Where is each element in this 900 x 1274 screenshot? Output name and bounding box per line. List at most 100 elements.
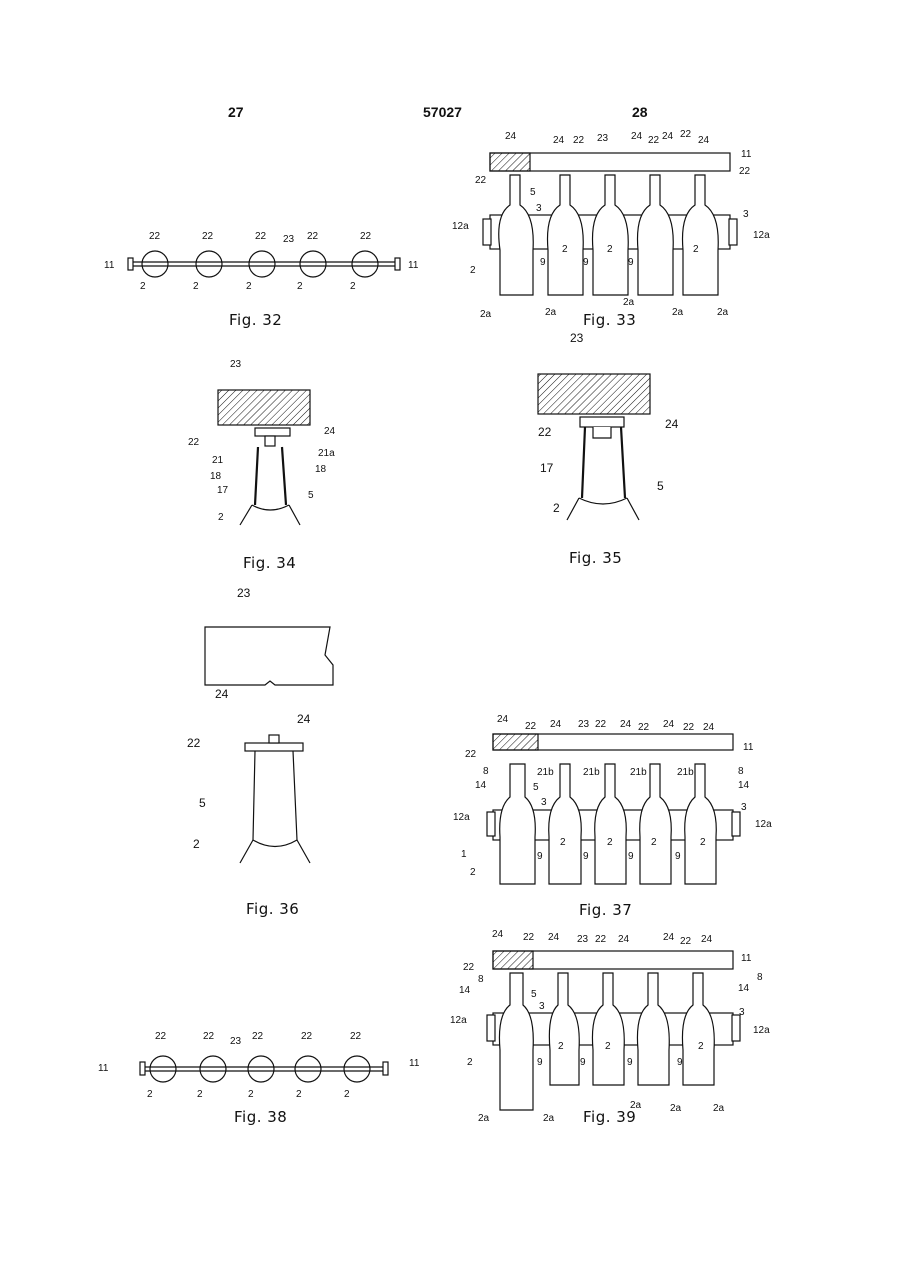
label-22: 22 (523, 932, 535, 943)
label-24: 24 (492, 929, 504, 940)
label-21: 21 (212, 455, 224, 466)
label-8: 8 (478, 974, 484, 985)
label-21b: 21b (677, 767, 694, 778)
label-2: 2 (467, 1057, 473, 1068)
label-9: 9 (628, 851, 634, 862)
figure-38-drawing: 22 22 23 22 22 22 11 11 2 2 2 2 2 (95, 1025, 435, 1105)
label-12a: 12a (755, 819, 772, 830)
label-12a: 12a (753, 1025, 770, 1036)
label-22: 22 (188, 437, 200, 448)
label-22: 22 (683, 722, 695, 733)
label-11: 11 (104, 260, 115, 271)
label-22: 22 (525, 721, 537, 732)
label-9: 9 (627, 1057, 633, 1068)
figure-37-drawing: 24 22 24 23 22 24 22 24 22 24 11 22 21b … (445, 712, 795, 892)
label-2: 2 (193, 837, 200, 851)
label-23: 23 (230, 1036, 242, 1047)
page-number-left: 27 (228, 104, 244, 120)
label-2: 2 (605, 1041, 611, 1052)
label-9: 9 (677, 1057, 683, 1068)
label-22: 22 (739, 166, 751, 177)
label-22: 22 (595, 719, 607, 730)
label-24: 24 (553, 135, 565, 146)
label-22: 22 (255, 231, 267, 242)
label-11: 11 (98, 1063, 109, 1074)
label-3: 3 (539, 1001, 545, 1012)
label-12a: 12a (453, 812, 470, 823)
label-3: 3 (741, 802, 747, 813)
label-2: 2 (297, 281, 303, 292)
label-2: 2 (344, 1089, 350, 1100)
label-24: 24 (548, 932, 560, 943)
label-2a: 2a (713, 1103, 725, 1114)
label-11: 11 (741, 953, 752, 964)
label-22: 22 (680, 936, 692, 947)
label-22: 22 (648, 135, 660, 146)
label-1: 1 (461, 849, 467, 860)
label-24: 24 (497, 714, 509, 725)
label-21a: 21a (318, 448, 335, 459)
label-2a: 2a (545, 307, 557, 318)
label-9: 9 (580, 1057, 586, 1068)
figure-32-caption: Fig. 32 (229, 311, 282, 329)
label-22: 22 (538, 425, 552, 439)
label-5: 5 (199, 796, 206, 810)
figure-39-drawing: 24 22 24 23 22 24 24 22 24 11 22 8 8 14 … (445, 925, 795, 1125)
label-2a: 2a (717, 307, 729, 318)
label-22: 22 (638, 722, 650, 733)
label-24: 24 (324, 426, 336, 437)
label-2: 2 (147, 1089, 153, 1100)
label-24: 24 (701, 934, 713, 945)
label-18: 18 (210, 471, 222, 482)
label-22: 22 (595, 934, 607, 945)
label-3: 3 (743, 209, 749, 220)
label-21b: 21b (583, 767, 600, 778)
label-22: 22 (360, 231, 372, 242)
label-14: 14 (459, 985, 471, 996)
label-12a: 12a (452, 221, 469, 232)
label-9: 9 (628, 257, 634, 268)
label-22: 22 (465, 749, 477, 760)
label-2a: 2a (543, 1113, 555, 1124)
figure-33-drawing: 24 24 22 23 24 22 24 22 24 11 22 22 5 3 … (445, 125, 795, 325)
label-24: 24 (618, 934, 630, 945)
label-22: 22 (680, 129, 692, 140)
label-22: 22 (203, 1031, 215, 1042)
label-2: 2 (197, 1089, 203, 1100)
label-24: 24 (297, 712, 311, 726)
label-9: 9 (583, 257, 589, 268)
figure-39-caption: Fig. 39 (583, 1108, 636, 1126)
label-23: 23 (570, 331, 584, 345)
label-2: 2 (553, 501, 560, 515)
label-24: 24 (663, 932, 675, 943)
page-number-right: 28 (632, 104, 648, 120)
label-2: 2 (651, 837, 657, 848)
label-24: 24 (662, 131, 674, 142)
label-11: 11 (408, 260, 419, 271)
label-2: 2 (218, 512, 224, 523)
label-23: 23 (237, 586, 251, 600)
figure-36-caption: Fig. 36 (246, 900, 299, 918)
label-5: 5 (657, 479, 664, 493)
document-number: 57027 (423, 104, 462, 120)
label-22: 22 (350, 1031, 362, 1042)
label-8: 8 (757, 972, 763, 983)
figure-35-drawing: 23 24 22 17 5 2 (535, 330, 705, 530)
label-23: 23 (283, 234, 295, 245)
label-12a: 12a (450, 1015, 467, 1026)
figure-34-drawing: 23 24 22 21a 21 18 18 17 5 2 (200, 355, 360, 545)
label-22: 22 (573, 135, 585, 146)
figure-36-drawing: 23 24 24 22 5 2 (185, 585, 355, 875)
label-24: 24 (620, 719, 632, 730)
label-17: 17 (217, 485, 229, 496)
label-2: 2 (470, 867, 476, 878)
label-3: 3 (739, 1007, 745, 1018)
label-24: 24 (550, 719, 562, 730)
label-24: 24 (215, 687, 229, 701)
label-9: 9 (537, 1057, 543, 1068)
label-9: 9 (540, 257, 546, 268)
label-23: 23 (578, 719, 590, 730)
label-2: 2 (698, 1041, 704, 1052)
label-5: 5 (531, 989, 537, 1000)
label-2a: 2a (672, 307, 684, 318)
